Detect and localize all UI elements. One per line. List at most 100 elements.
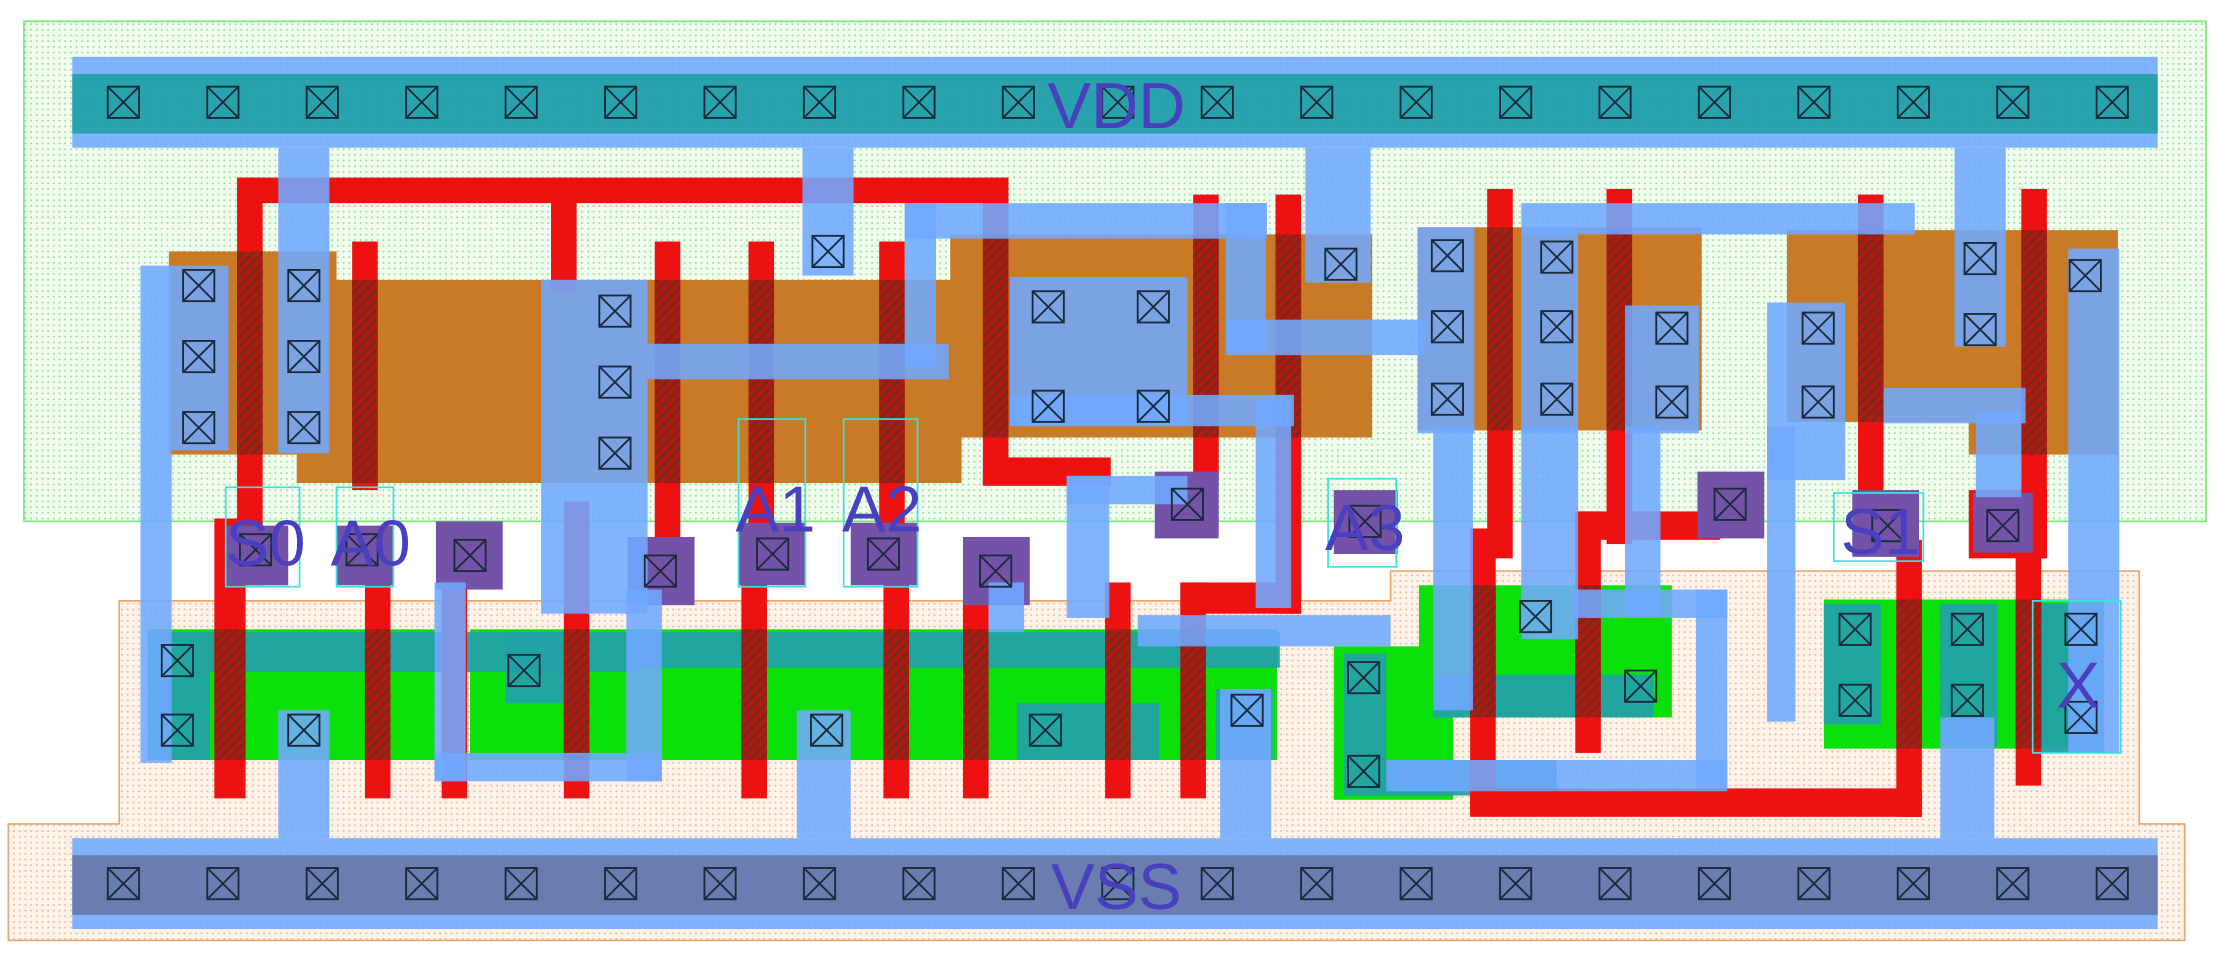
contact-cut bbox=[287, 411, 321, 445]
contact-cut bbox=[802, 867, 837, 901]
contact-cut bbox=[1950, 683, 1984, 717]
contact-cut bbox=[504, 867, 538, 901]
pin-label-x[interactable]: X bbox=[2056, 648, 2100, 721]
contact-cut bbox=[405, 867, 439, 901]
contact-cut bbox=[160, 644, 194, 678]
metal1-wire bbox=[278, 710, 330, 839]
contact-cut bbox=[1540, 240, 1574, 274]
contact-cut bbox=[206, 867, 240, 901]
metal1-wire bbox=[434, 582, 466, 782]
contact-cut bbox=[1136, 290, 1170, 324]
contact-cut bbox=[1598, 85, 1632, 119]
transistor-gates bbox=[214, 227, 2047, 761]
contact-cut bbox=[206, 85, 240, 119]
metal1-wire bbox=[1433, 426, 1473, 711]
contact-cut bbox=[1801, 385, 1835, 419]
contact-cut bbox=[1031, 389, 1065, 423]
contact-cut bbox=[1136, 389, 1170, 423]
contact-cut bbox=[1399, 867, 1433, 901]
metal1-wire bbox=[1255, 394, 1292, 609]
contact-cut bbox=[182, 340, 216, 374]
metal1-wire bbox=[1009, 394, 1294, 427]
contact-cut bbox=[979, 554, 1013, 588]
transistor-gate bbox=[748, 279, 775, 483]
metal1-wire bbox=[988, 582, 1025, 633]
pin-box bbox=[2031, 600, 2122, 754]
contact-cut bbox=[1540, 382, 1574, 416]
metal1-wire bbox=[168, 265, 229, 451]
metal1-wire bbox=[434, 752, 662, 782]
contact-cut bbox=[405, 85, 439, 119]
pin-label-a0[interactable]: A0 bbox=[331, 506, 411, 579]
contact-cut bbox=[1430, 382, 1464, 416]
pin-label-s0[interactable]: S0 bbox=[226, 506, 306, 579]
contact-cut bbox=[287, 713, 321, 747]
contact-cut bbox=[1001, 867, 1035, 901]
pin-label-a3[interactable]: A3 bbox=[1325, 491, 1405, 564]
contact-cut bbox=[2095, 867, 2129, 901]
pin-label-s1[interactable]: S1 bbox=[1841, 495, 1921, 568]
contact-cut bbox=[643, 554, 677, 588]
contact-cut bbox=[1300, 85, 1334, 119]
metal1-wire bbox=[1521, 227, 1579, 434]
contact-cut bbox=[1518, 599, 1553, 634]
transistor-gate bbox=[1180, 629, 1206, 761]
contact-cut bbox=[756, 537, 790, 571]
contact-cut bbox=[1996, 867, 2030, 901]
contact-cuts bbox=[106, 85, 2129, 901]
contact-cut bbox=[1697, 867, 1732, 901]
contact-cut bbox=[507, 653, 541, 688]
contact-cut bbox=[1230, 693, 1264, 727]
contact-cut bbox=[1347, 661, 1381, 695]
metal1-wire bbox=[1696, 589, 1728, 789]
contact-cut bbox=[902, 867, 936, 901]
transistor-gate bbox=[1487, 227, 1513, 431]
contact-cut bbox=[504, 85, 538, 119]
contact-cut bbox=[1028, 713, 1062, 747]
transistor-gate bbox=[352, 279, 378, 483]
contact-cut bbox=[1324, 247, 1358, 281]
metal1-wire bbox=[904, 203, 1268, 239]
pin-label-a1[interactable]: A1 bbox=[736, 472, 816, 545]
transistor-gate bbox=[214, 629, 246, 761]
contact-cut bbox=[2064, 612, 2098, 646]
contact-cut bbox=[1871, 509, 1905, 543]
contact-cut bbox=[160, 713, 194, 747]
poly-wire bbox=[1470, 788, 1922, 817]
contact-cut bbox=[1697, 85, 1732, 119]
contact-cut bbox=[811, 234, 845, 268]
contact-cut bbox=[1598, 867, 1632, 901]
contact-cut bbox=[1713, 487, 1747, 521]
metal1-wire bbox=[1386, 760, 1728, 792]
metal1-wire bbox=[1066, 475, 1188, 505]
metal1-layer bbox=[72, 56, 2158, 930]
transistor-gate bbox=[879, 279, 905, 483]
contact-cut bbox=[106, 85, 140, 119]
contact-cut bbox=[1101, 867, 1135, 901]
pin-box bbox=[224, 486, 301, 588]
transistor-gate bbox=[563, 629, 590, 761]
contact-cut bbox=[703, 85, 737, 119]
labels: VDD VSS S0 A0 A1 A2 A3 S1 X bbox=[226, 69, 2100, 923]
metal1-routing bbox=[140, 147, 2120, 839]
contact-cut bbox=[1801, 311, 1835, 345]
label-vdd: VDD bbox=[1047, 69, 1185, 142]
metal1-wire bbox=[1940, 717, 1995, 839]
contact-cut bbox=[106, 867, 140, 901]
contact-cut bbox=[182, 268, 216, 303]
contact-cut bbox=[1399, 85, 1433, 119]
contact-cut bbox=[1655, 311, 1689, 345]
contact-cut bbox=[1896, 867, 1930, 901]
contact-cut bbox=[287, 340, 321, 374]
metal1-wire bbox=[1975, 411, 2022, 498]
pin-box bbox=[1832, 492, 1925, 562]
pin-box bbox=[737, 418, 807, 588]
contact-cut bbox=[1499, 867, 1533, 901]
transistor-gate bbox=[1470, 585, 1496, 718]
contact-cut bbox=[2068, 259, 2102, 293]
metal1-wire bbox=[626, 589, 662, 782]
contact-cut bbox=[1963, 241, 1997, 276]
pin-label-a2[interactable]: A2 bbox=[842, 472, 922, 545]
contact-cut bbox=[1001, 85, 1035, 119]
